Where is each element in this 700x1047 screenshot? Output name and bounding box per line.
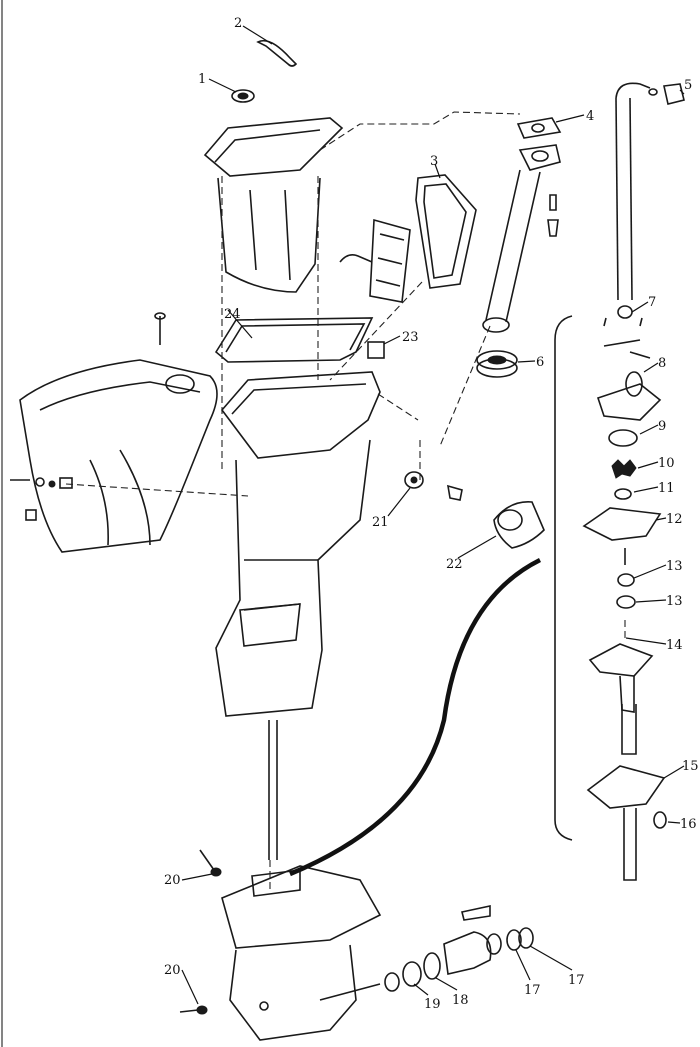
callout-22: 22	[446, 557, 463, 572]
callout-13a: 13	[666, 559, 683, 574]
callout-15: 15	[682, 759, 699, 774]
pump-kit-bracket	[554, 315, 573, 841]
callout-1: 1	[198, 72, 206, 87]
pump-to-gearcase-connector	[289, 557, 542, 877]
grommet-part	[367, 341, 385, 359]
gearcase-part	[221, 865, 382, 1041]
callout-5: 5	[684, 78, 692, 93]
exhaust-plate-part	[339, 218, 411, 303]
side-bolt-part	[10, 477, 73, 521]
oil-seal-part	[231, 89, 255, 103]
callout-17a: 17	[524, 983, 541, 998]
propeller-shaft-parts	[319, 905, 534, 1001]
callout-20a: 20	[164, 873, 181, 888]
alignment-lines	[65, 111, 626, 890]
water-pipe-part	[447, 484, 545, 549]
callout-13b: 13	[666, 594, 683, 609]
callout-8: 8	[658, 356, 666, 371]
callout-18: 18	[452, 993, 469, 1008]
rubber-seal-part	[476, 350, 518, 378]
callout-16: 16	[680, 817, 697, 832]
callout-12: 12	[666, 512, 683, 527]
callout-14: 14	[666, 638, 683, 653]
gearcase-bolts-part	[179, 849, 222, 1015]
small-screws-part	[154, 194, 559, 345]
pump-parts-stack	[582, 305, 667, 881]
callout-23: 23	[402, 330, 419, 345]
callout-6: 6	[536, 355, 544, 370]
callout-21: 21	[372, 515, 389, 530]
exhaust-gasket-part	[415, 174, 477, 289]
callout-10: 10	[658, 456, 675, 471]
callout-9: 9	[658, 419, 666, 434]
gasket-part	[214, 317, 374, 363]
hose-clamp-part	[404, 471, 424, 489]
callout-7: 7	[648, 295, 656, 310]
driveshaft-housing-part	[215, 371, 381, 717]
callout-19: 19	[424, 997, 441, 1012]
callout-20b: 20	[164, 963, 181, 978]
callout-24: 24	[224, 307, 241, 322]
side-cover-part	[19, 359, 218, 553]
callout-3: 3	[430, 154, 438, 169]
exhaust-pipe-part	[482, 144, 561, 333]
callout-4: 4	[586, 109, 594, 124]
water-tube-part	[615, 82, 651, 301]
drive-shaft-part	[268, 720, 278, 860]
leader-lines	[181, 25, 685, 1005]
callout-11: 11	[658, 481, 675, 496]
upper-mount-bracket-part	[203, 117, 344, 293]
gasket-plate-part	[516, 117, 562, 139]
callout-2: 2	[234, 16, 242, 31]
callout-17b: 17	[568, 973, 585, 988]
dipstick-clip-part	[256, 39, 298, 67]
hose-fitting-part	[648, 83, 685, 105]
